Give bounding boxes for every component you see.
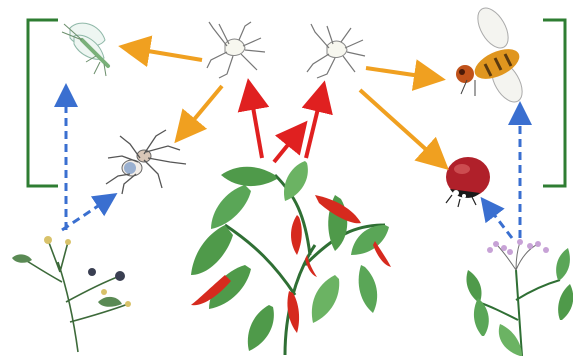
arrow-flower-to-spider bbox=[62, 198, 110, 230]
arrow-plant-to-aphid-left-2 bbox=[274, 130, 300, 162]
aphid-icon bbox=[207, 22, 265, 78]
wildflower-icon bbox=[466, 239, 573, 356]
wildflower-icon bbox=[12, 236, 131, 352]
left-bracket bbox=[28, 20, 58, 186]
arrow-aphid-to-hoverfly bbox=[366, 68, 434, 78]
aphid-icon bbox=[307, 24, 365, 78]
arrow-plant-to-aphid-right bbox=[306, 92, 322, 158]
arrow-plant-to-aphid-left-1 bbox=[250, 90, 262, 158]
right-bracket bbox=[543, 20, 565, 186]
arrow-flower-to-ladybird bbox=[486, 204, 512, 238]
arrow-aphid-to-lacewing bbox=[130, 48, 202, 60]
arrow-aphid-to-spider bbox=[182, 86, 222, 134]
spider-icon bbox=[106, 130, 186, 194]
arrow-aphid-to-ladybird bbox=[360, 90, 440, 162]
ladybird-icon bbox=[446, 157, 490, 207]
hoverfly-icon bbox=[456, 3, 528, 107]
lacewing-icon bbox=[62, 23, 108, 76]
chili-plant-icon bbox=[191, 161, 391, 355]
